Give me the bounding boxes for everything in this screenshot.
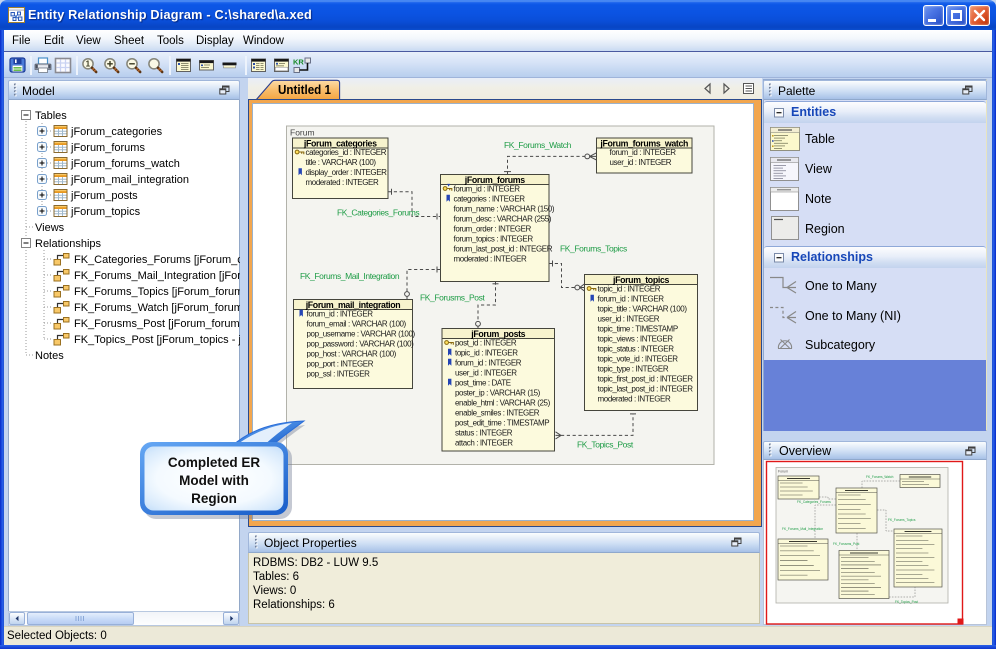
svg-text:FK_Forums_Topics: FK_Forums_Topics xyxy=(888,518,916,522)
svg-text:forum_email : VARCHAR (100): forum_email : VARCHAR (100) xyxy=(307,320,407,329)
svg-text:topic_time : TIMESTAMP: topic_time : TIMESTAMP xyxy=(598,325,678,334)
svg-text:moderated : INTEGER: moderated : INTEGER xyxy=(454,255,527,264)
svg-text:Completed ER: Completed ER xyxy=(168,455,261,470)
svg-text:FK_Forums_Mail_Integration: FK_Forums_Mail_Integration xyxy=(782,527,823,531)
svg-text:FK_Topics_Post: FK_Topics_Post xyxy=(577,440,634,450)
svg-text:Tables: Tables xyxy=(35,110,67,122)
svg-text:topic_id : INTEGER: topic_id : INTEGER xyxy=(598,285,661,294)
svg-text:FK_Forums_Mail_Integration [jF: FK_Forums_Mail_Integration [jForu xyxy=(74,270,240,282)
svg-text:forum_name : VARCHAR (150): forum_name : VARCHAR (150) xyxy=(454,205,555,214)
svg-text:status : INTEGER: status : INTEGER xyxy=(455,429,513,438)
svg-text:Untitled 1: Untitled 1 xyxy=(278,82,331,97)
svg-text:forum_id : INTEGER: forum_id : INTEGER xyxy=(610,148,677,157)
svg-text:post_id : INTEGER: post_id : INTEGER xyxy=(455,339,517,348)
svg-text:jForum_forums: jForum_forums xyxy=(70,142,145,154)
svg-text:post_edit_time : TIMESTAMP: post_edit_time : TIMESTAMP xyxy=(455,419,549,428)
svg-text:enable_html : VARCHAR (25): enable_html : VARCHAR (25) xyxy=(455,399,551,408)
svg-text:pop_username : VARCHAR (100): pop_username : VARCHAR (100) xyxy=(307,330,416,339)
svg-text:moderated : INTEGER: moderated : INTEGER xyxy=(306,178,379,187)
svg-text:FK_Forums_Mail_Integration: FK_Forums_Mail_Integration xyxy=(300,271,400,281)
svg-text:topic_first_post_id : INTEGER: topic_first_post_id : INTEGER xyxy=(598,375,694,384)
svg-text:topic_status : INTEGER: topic_status : INTEGER xyxy=(598,345,675,354)
svg-text:jForum_forums: jForum_forums xyxy=(464,175,525,185)
svg-text:FK_Topics_Post: FK_Topics_Post xyxy=(895,600,918,604)
svg-text:pop_password : VARCHAR (100): pop_password : VARCHAR (100) xyxy=(307,340,415,349)
svg-text:FK_Forums_Watch: FK_Forums_Watch xyxy=(866,475,894,479)
svg-text:user_id : INTEGER: user_id : INTEGER xyxy=(598,315,660,324)
svg-text:forum_id : INTEGER: forum_id : INTEGER xyxy=(455,359,522,368)
svg-text:topic_vote_id : INTEGER: topic_vote_id : INTEGER xyxy=(598,355,679,364)
svg-text:forum_topics : INTEGER: forum_topics : INTEGER xyxy=(454,235,534,244)
svg-text:FK_Categories_Forums: FK_Categories_Forums xyxy=(797,500,831,504)
svg-text:FK_Forums_Watch [jForum_forums: FK_Forums_Watch [jForum_forums xyxy=(74,302,240,314)
svg-text:pop_port : INTEGER: pop_port : INTEGER xyxy=(307,360,374,369)
svg-text:FK_Topics_Post [jForum_topics: FK_Topics_Post [jForum_topics - jF xyxy=(74,334,240,346)
svg-text:jForum_topics: jForum_topics xyxy=(612,275,670,285)
svg-text:categories : INTEGER: categories : INTEGER xyxy=(454,195,526,204)
svg-text:moderated : INTEGER: moderated : INTEGER xyxy=(598,395,671,404)
svg-text:display_order : INTEGER: display_order : INTEGER xyxy=(306,168,388,177)
svg-text:Model with: Model with xyxy=(179,473,249,488)
svg-text:jForum_posts: jForum_posts xyxy=(470,329,525,339)
svg-text:forum_last_post_id : INTEGER: forum_last_post_id : INTEGER xyxy=(454,245,553,254)
svg-text:forum_id : INTEGER: forum_id : INTEGER xyxy=(454,185,521,194)
svg-text:Relationships: Relationships xyxy=(35,238,102,250)
svg-text:topic_views : INTEGER: topic_views : INTEGER xyxy=(598,335,674,344)
svg-text:jForum_categories: jForum_categories xyxy=(303,138,377,148)
svg-text:Notes: Notes xyxy=(35,350,64,362)
svg-text:FK_Forusms_Post [jForum_forums: FK_Forusms_Post [jForum_forums xyxy=(74,318,240,330)
svg-text:topic_id : INTEGER: topic_id : INTEGER xyxy=(455,349,518,358)
svg-text:FK_Categories_Forums: FK_Categories_Forums xyxy=(337,208,419,218)
svg-text:categories_id : INTEGER: categories_id : INTEGER xyxy=(306,148,387,157)
svg-text:FK_Forusms_Post: FK_Forusms_Post xyxy=(833,542,860,546)
svg-text:jForum_posts: jForum_posts xyxy=(70,190,138,202)
svg-text:Forum: Forum xyxy=(778,470,788,474)
svg-text:KR: KR xyxy=(293,58,304,67)
svg-text:jForum_topics: jForum_topics xyxy=(70,206,141,218)
svg-text:enable_smiles : INTEGER: enable_smiles : INTEGER xyxy=(455,409,540,418)
svg-text:Forum: Forum xyxy=(290,128,315,138)
svg-text:FK_Forums_Topics [jForum_forum: FK_Forums_Topics [jForum_forums xyxy=(74,286,240,298)
svg-text:topic_last_post_id : INTEGER: topic_last_post_id : INTEGER xyxy=(598,385,694,394)
svg-text:forum_id : INTEGER: forum_id : INTEGER xyxy=(598,295,665,304)
svg-text:topic_type : INTEGER: topic_type : INTEGER xyxy=(598,365,669,374)
svg-text:forum_order : INTEGER: forum_order : INTEGER xyxy=(454,225,532,234)
svg-text:FK_Forums_Watch: FK_Forums_Watch xyxy=(504,140,572,150)
svg-text:FK_Categories_Forums [jForum_c: FK_Categories_Forums [jForum_ca xyxy=(74,254,240,266)
svg-text:jForum_forums_watch: jForum_forums_watch xyxy=(70,158,180,170)
svg-text:post_time : DATE: post_time : DATE xyxy=(455,379,511,388)
svg-text:pop_host : VARCHAR (100): pop_host : VARCHAR (100) xyxy=(307,350,397,359)
svg-text:poster_ip : VARCHAR (15): poster_ip : VARCHAR (15) xyxy=(455,389,541,398)
svg-text:Region: Region xyxy=(191,491,237,506)
svg-text:1: 1 xyxy=(86,60,91,69)
svg-text:pop_ssl : INTEGER: pop_ssl : INTEGER xyxy=(307,370,371,379)
svg-text:jForum_forums_watch: jForum_forums_watch xyxy=(599,138,688,148)
svg-text:user_id : INTEGER: user_id : INTEGER xyxy=(455,369,517,378)
svg-text:FK_Forusms_Post: FK_Forusms_Post xyxy=(420,293,485,303)
svg-text:jForum_categories: jForum_categories xyxy=(70,126,163,138)
svg-text:user_id : INTEGER: user_id : INTEGER xyxy=(610,158,672,167)
svg-text:FK_Forums_Topics: FK_Forums_Topics xyxy=(560,244,627,254)
svg-text:Views: Views xyxy=(35,222,65,234)
svg-text:forum_desc : VARCHAR (255): forum_desc : VARCHAR (255) xyxy=(454,215,552,224)
svg-text:topic_title : VARCHAR (100): topic_title : VARCHAR (100) xyxy=(598,305,688,314)
svg-text:jForum_mail_integration: jForum_mail_integration xyxy=(305,300,401,310)
svg-text:attach : INTEGER: attach : INTEGER xyxy=(455,439,513,448)
svg-text:forum_id : INTEGER: forum_id : INTEGER xyxy=(307,310,374,319)
svg-text:jForum_mail_integration: jForum_mail_integration xyxy=(70,174,189,186)
svg-text:title : VARCHAR (100): title : VARCHAR (100) xyxy=(306,158,377,167)
